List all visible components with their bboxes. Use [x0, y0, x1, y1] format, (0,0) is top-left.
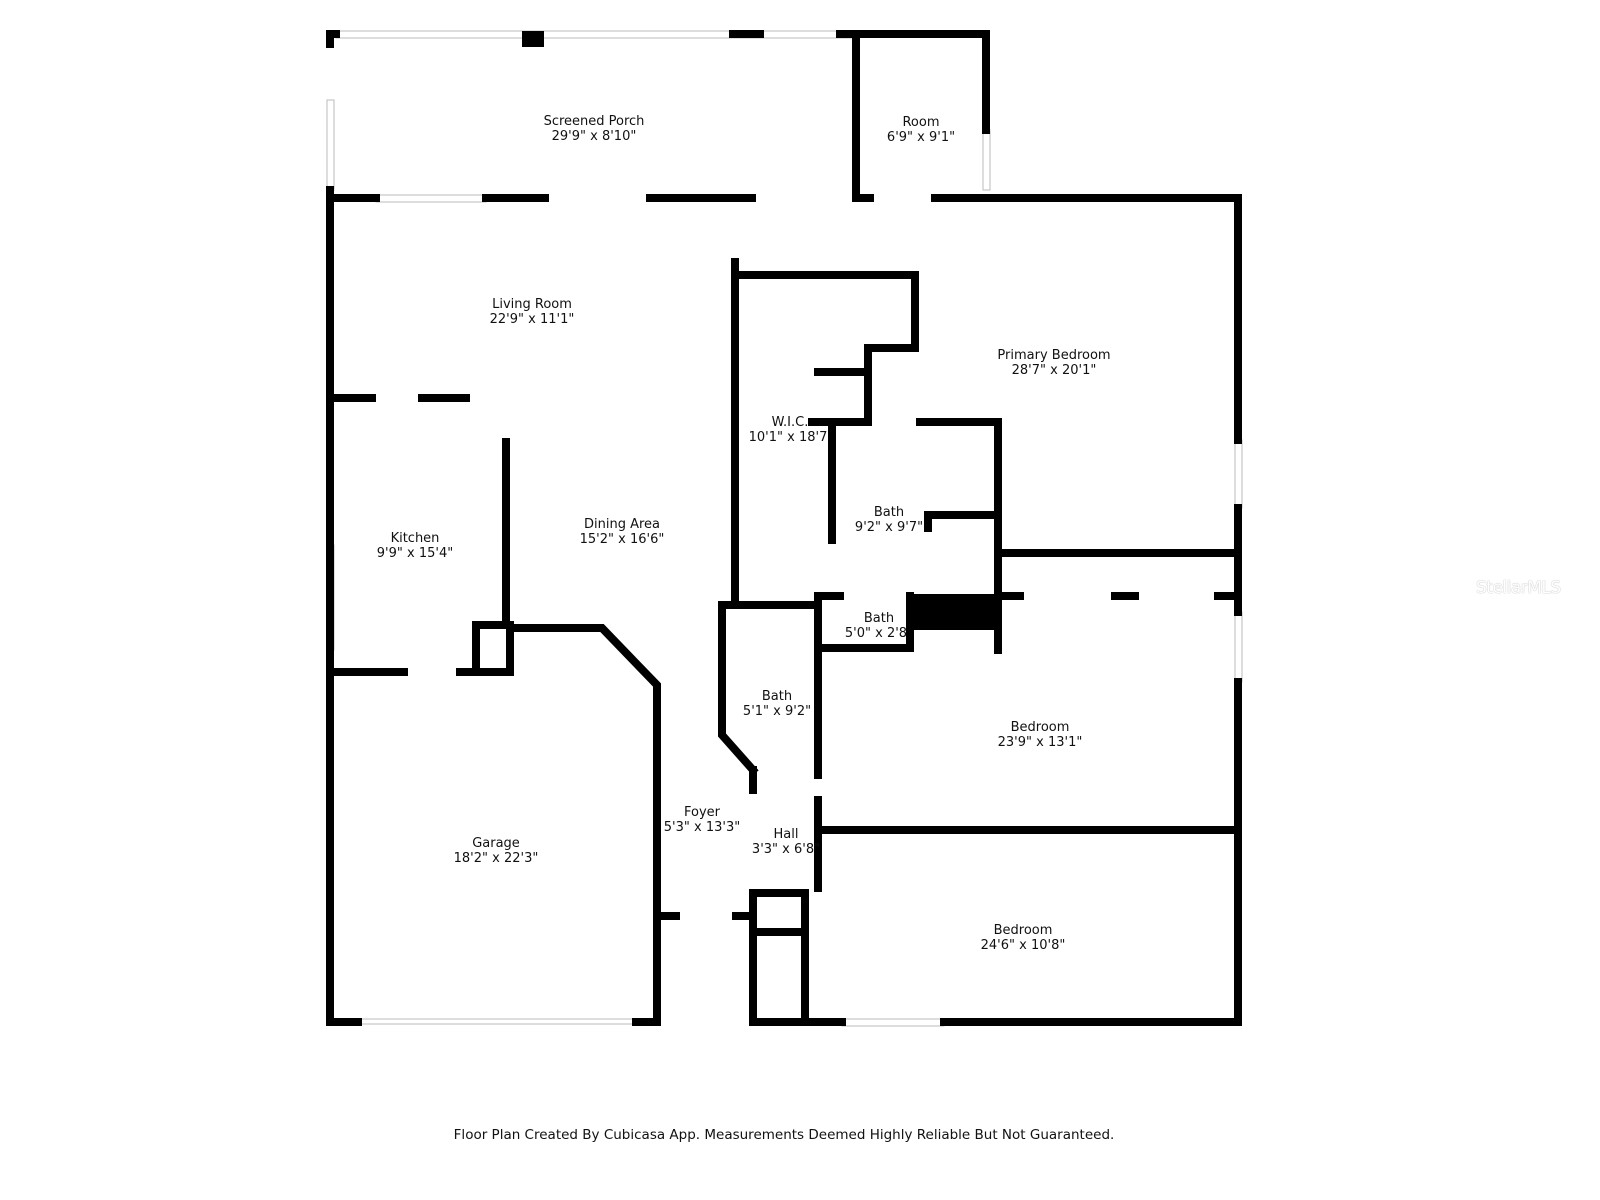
footer-disclaimer: Floor Plan Created By Cubicasa App. Meas…: [453, 1127, 1115, 1143]
windows: [326, 30, 1243, 1027]
watermark: StellarMLS: [1476, 578, 1561, 598]
room-name: Screened Porch: [544, 114, 645, 129]
svg-text:W.I.C.10'1" x 18'7: W.I.C.10'1" x 18'7: [749, 415, 828, 445]
walls: [326, 30, 1242, 1026]
